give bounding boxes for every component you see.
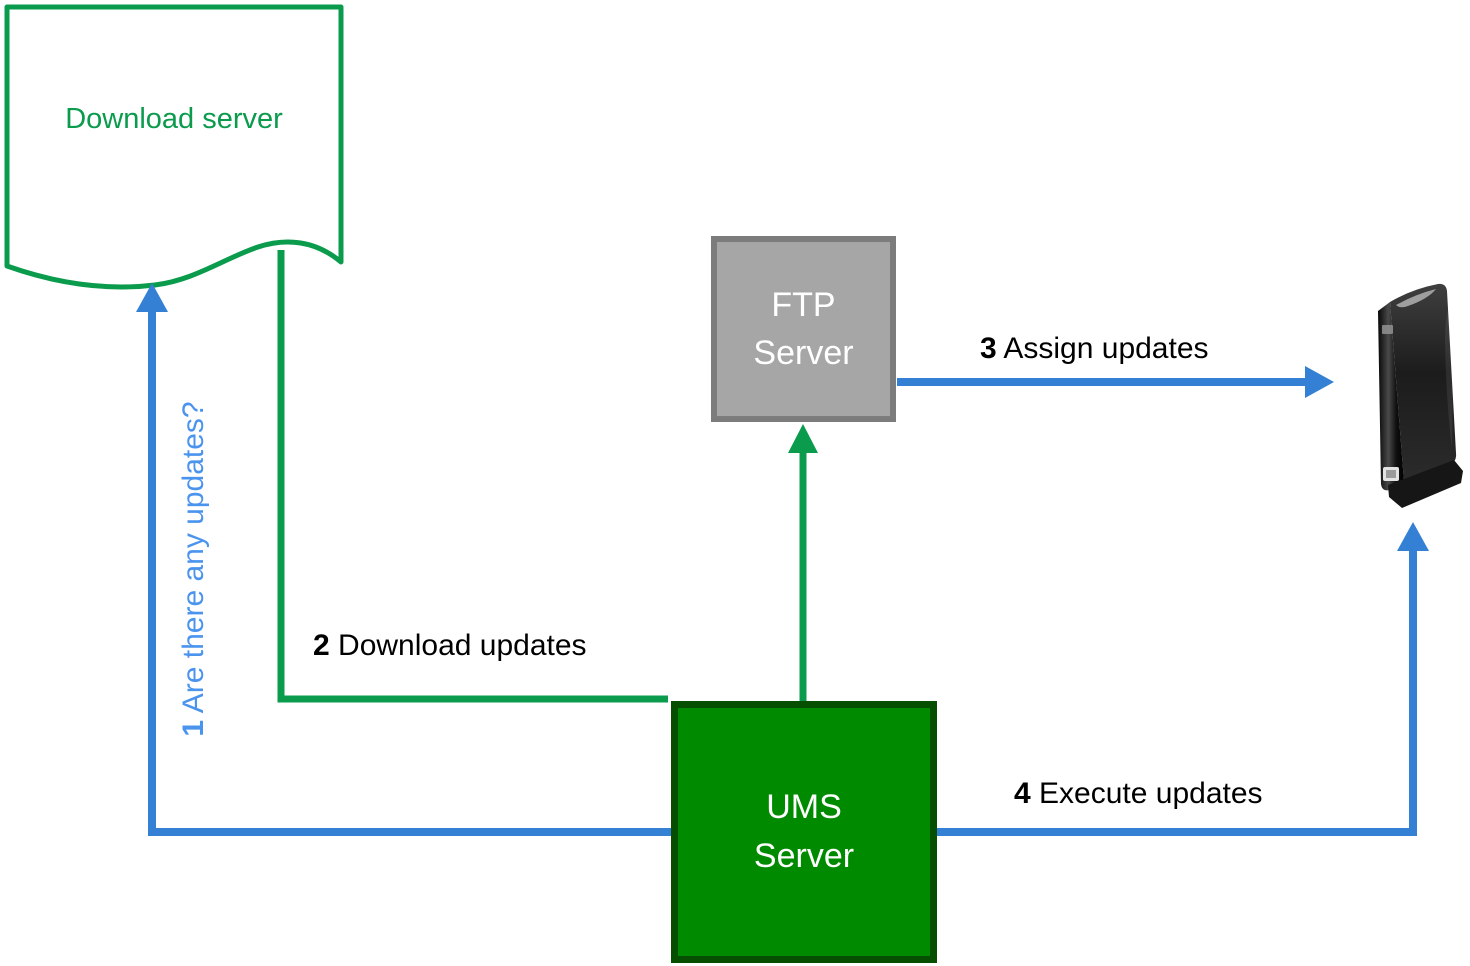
- edge-4-line: [935, 546, 1417, 836]
- edge-4-number: 4: [1014, 777, 1031, 810]
- edge-1-label: 1 Are there any updates?: [177, 379, 211, 759]
- edge-3-label: 3 Assign updates: [980, 332, 1209, 366]
- device-front-face: [1378, 302, 1404, 491]
- device-badge-inner: [1386, 470, 1396, 478]
- edge-4-arrowhead: [1397, 522, 1429, 551]
- edge-4-label: 4 Execute updates: [1014, 777, 1263, 811]
- edge-ums-to-ftp-arrowhead: [788, 424, 818, 453]
- edge-3-text: Assign updates: [1003, 332, 1209, 365]
- edge-1-line: [148, 307, 674, 836]
- edge-2-text: Download updates: [338, 629, 587, 662]
- ftp-server-label-line1: FTP: [771, 286, 836, 324]
- edge-2-label: 2 Download updates: [313, 629, 587, 663]
- download-server-label-line1: Download: [65, 103, 195, 135]
- download-server-shape: [4, 4, 344, 290]
- edge-3-arrowhead: [1305, 366, 1334, 398]
- edge-1-number: 1: [177, 719, 210, 737]
- ums-server-label-line1: UMS: [766, 788, 842, 826]
- device-logo: [1382, 325, 1393, 334]
- ums-server-node: UMS Server: [671, 701, 937, 963]
- ums-server-label-line2: Server: [753, 837, 855, 875]
- edge-3-number: 3: [980, 332, 997, 365]
- thin-client-device: [1378, 283, 1463, 508]
- ftp-server-label-line2: Server: [753, 334, 854, 372]
- edge-1-text: Are there any updates?: [177, 401, 210, 714]
- download-server-label-line2: server: [202, 103, 283, 135]
- edge-2-number: 2: [313, 629, 330, 662]
- ftp-server-node: FTP Server: [711, 236, 896, 422]
- download-server-node: Download server: [7, 100, 341, 139]
- device-side-highlight: [1445, 303, 1453, 449]
- device-top-inset: [1396, 289, 1436, 308]
- edge-1-arrowhead: [136, 283, 168, 312]
- device-side-face: [1390, 283, 1457, 482]
- device-stand: [1388, 460, 1463, 508]
- edge-4-text: Execute updates: [1039, 777, 1263, 810]
- edge-2-line: [277, 250, 668, 703]
